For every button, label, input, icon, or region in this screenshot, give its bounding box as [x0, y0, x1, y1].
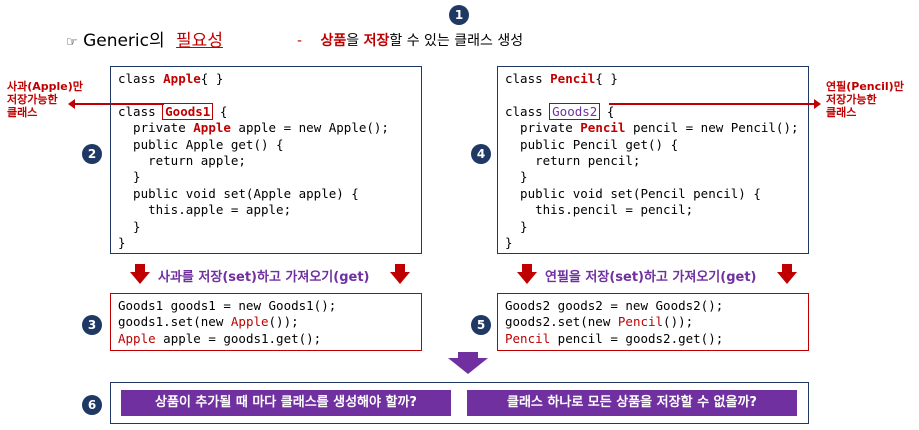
down-arrow-icon [390, 264, 410, 284]
goods1-usage-box: Goods1 goods1 = new Goods1();goods1.set(… [110, 293, 422, 351]
apple-label-connector [72, 103, 164, 105]
step-2-badge: 2 [82, 144, 102, 164]
step-1-badge: 1 [449, 5, 469, 25]
page-title: ☞ Generic의 필요성 [66, 26, 223, 51]
step-6-badge: 6 [82, 395, 102, 415]
goods2-class-box: class Pencil{ } class Goods2 { private P… [497, 66, 809, 254]
goods1-usage-code: Goods1 goods1 = new Goods1();goods1.set(… [118, 298, 337, 346]
goods2-highlight: Goods2 [549, 102, 601, 120]
goods2-usage-code: Goods2 goods2 = new Goods2();goods2.set(… [505, 298, 724, 346]
arrow-right-icon [814, 99, 821, 109]
subtitle-eul: 을 [346, 33, 360, 49]
question-2: 클래스 하나로 모든 상품을 저장할 수 없을까? [467, 390, 797, 416]
pencil-label-connector [609, 103, 816, 105]
goods1-code: class Apple{ } class Goods1 { private Ap… [118, 71, 389, 251]
question-1: 상품이 추가될 때 마다 클래스를 생성해야 할까? [121, 390, 451, 416]
subtitle-store: 저장 [363, 33, 390, 49]
goods2-code: class Pencil{ } class Goods2 { private P… [505, 71, 799, 251]
title-generic: Generic의 [83, 31, 165, 51]
step-5-badge: 5 [471, 315, 491, 335]
down-arrow-icon [517, 264, 537, 284]
pencil-only-label: 연필(Pencil)만 저장가능한 클래스 [826, 80, 904, 119]
goods1-class-box: class Apple{ } class Goods1 { private Ap… [110, 66, 422, 254]
apple-only-label: 사과(Apple)만 저장가능한 클래스 [7, 80, 83, 119]
pointing-hand-icon: ☞ [66, 35, 78, 50]
goods2-usage-box: Goods2 goods2 = new Goods2();goods2.set(… [497, 293, 809, 351]
down-arrow-icon [777, 264, 797, 284]
center-arrow-stem [458, 352, 478, 359]
arrow-left-icon [68, 99, 75, 109]
down-arrow-icon [130, 264, 150, 284]
subtitle-dash: - [297, 33, 303, 49]
goods1-highlight: Goods1 [162, 102, 214, 120]
question-box: 상품이 추가될 때 마다 클래스를 생성해야 할까? 클래스 하나로 모든 상품… [110, 382, 809, 424]
title-need: 필요성 [176, 31, 223, 51]
subtitle-product: 상품 [320, 33, 347, 49]
center-down-arrow-icon [448, 358, 488, 374]
subtitle-rest: 할 수 있는 클래스 생성 [389, 33, 524, 49]
pencil-set-get-label: 연필을 저장(set)하고 가져오기(get) [545, 270, 757, 285]
step-3-badge: 3 [82, 315, 102, 335]
step-4-badge: 4 [471, 144, 491, 164]
apple-set-get-label: 사과를 저장(set)하고 가져오기(get) [158, 270, 370, 285]
subtitle: - 상품을 저장할 수 있는 클래스 생성 [297, 30, 523, 50]
